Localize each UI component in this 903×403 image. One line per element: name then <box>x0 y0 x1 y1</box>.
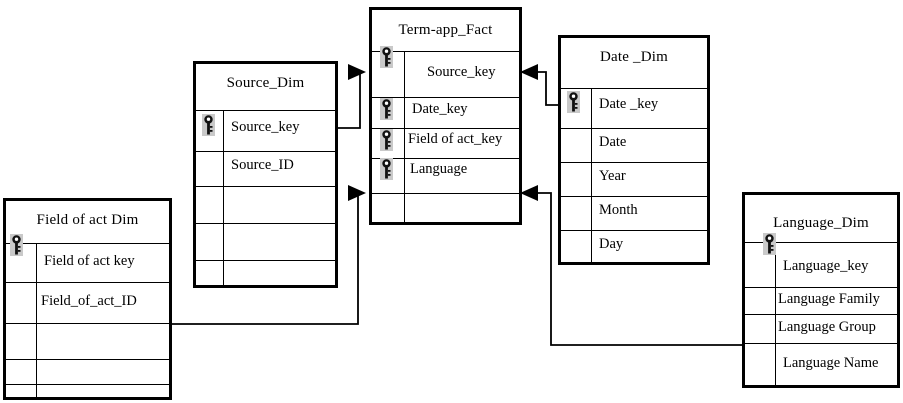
key-column-divider <box>36 243 37 397</box>
field-label: Field_of_act_ID <box>41 293 137 309</box>
row-divider <box>196 186 335 187</box>
row-divider <box>561 162 707 163</box>
row-divider <box>372 97 519 98</box>
table-title-field-of-act-dim: Field of act Dim <box>36 212 139 228</box>
primary-key-icon <box>380 158 393 180</box>
row-divider <box>745 314 897 315</box>
key-column-divider <box>775 242 776 385</box>
primary-key-icon <box>10 234 23 256</box>
row-divider <box>561 88 707 89</box>
primary-key-icon <box>380 98 393 120</box>
field-label: Field of act key <box>44 253 135 269</box>
row-divider <box>372 128 519 129</box>
row-divider <box>561 128 707 129</box>
table-title-date-dim: Date _Dim <box>599 49 669 65</box>
primary-key-icon <box>567 91 580 113</box>
row-divider <box>372 193 519 194</box>
connector-source-dim-to-fact <box>338 64 366 129</box>
field-label: Language_key <box>783 258 869 274</box>
table-term-app-fact[interactable]: Term-app_Fact Source_key Date_key Field … <box>369 7 522 225</box>
primary-key-icon <box>380 129 393 151</box>
field-label: Language Family <box>778 291 880 307</box>
key-column-divider <box>591 88 592 262</box>
row-divider <box>196 151 335 152</box>
table-title-term-app-fact: Term-app_Fact <box>398 22 493 38</box>
row-divider <box>6 359 169 360</box>
primary-key-icon <box>763 233 776 255</box>
row-divider <box>372 51 519 52</box>
row-divider <box>745 242 897 243</box>
row-divider <box>745 343 897 344</box>
row-divider <box>6 282 169 283</box>
table-title-language-dim: Language_Dim <box>773 215 869 231</box>
table-language-dim[interactable]: Language_Dim Language_key Language Famil… <box>742 192 900 388</box>
field-label: Year <box>599 168 626 184</box>
key-column-divider <box>223 110 224 285</box>
primary-key-icon <box>380 46 393 68</box>
field-label: Date <box>599 134 627 150</box>
primary-key-icon <box>202 114 215 136</box>
table-title-source-dim: Source_Dim <box>226 75 305 91</box>
field-label: Language Name <box>783 355 879 371</box>
row-divider <box>196 110 335 111</box>
field-label: Source_key <box>231 119 300 135</box>
row-divider <box>745 287 897 288</box>
row-divider <box>561 230 707 231</box>
row-divider <box>6 384 169 385</box>
row-divider <box>196 223 335 224</box>
field-label: Source_ID <box>231 157 294 173</box>
field-label: Date _key <box>599 96 659 112</box>
field-label: Source_key <box>427 64 496 80</box>
field-label: Month <box>599 202 638 218</box>
table-field-of-act-dim[interactable]: Field of act Dim Field of act key Field_… <box>3 198 172 400</box>
table-source-dim[interactable]: Source_Dim Source_key Source_ID <box>193 61 338 288</box>
field-label: Date_key <box>412 101 468 117</box>
row-divider <box>6 243 169 244</box>
field-label: Field of act_key <box>408 131 503 147</box>
row-divider <box>196 260 335 261</box>
field-label: Language Group <box>778 319 876 335</box>
row-divider <box>6 323 169 324</box>
field-label: Day <box>599 236 624 252</box>
row-divider <box>561 196 707 197</box>
row-divider <box>372 158 519 159</box>
table-date-dim[interactable]: Date _Dim Date _key Date Year Month Day <box>558 35 710 265</box>
field-label: Language <box>410 161 468 177</box>
key-column-divider <box>404 51 405 222</box>
connector-date-dim-to-fact <box>520 64 558 106</box>
